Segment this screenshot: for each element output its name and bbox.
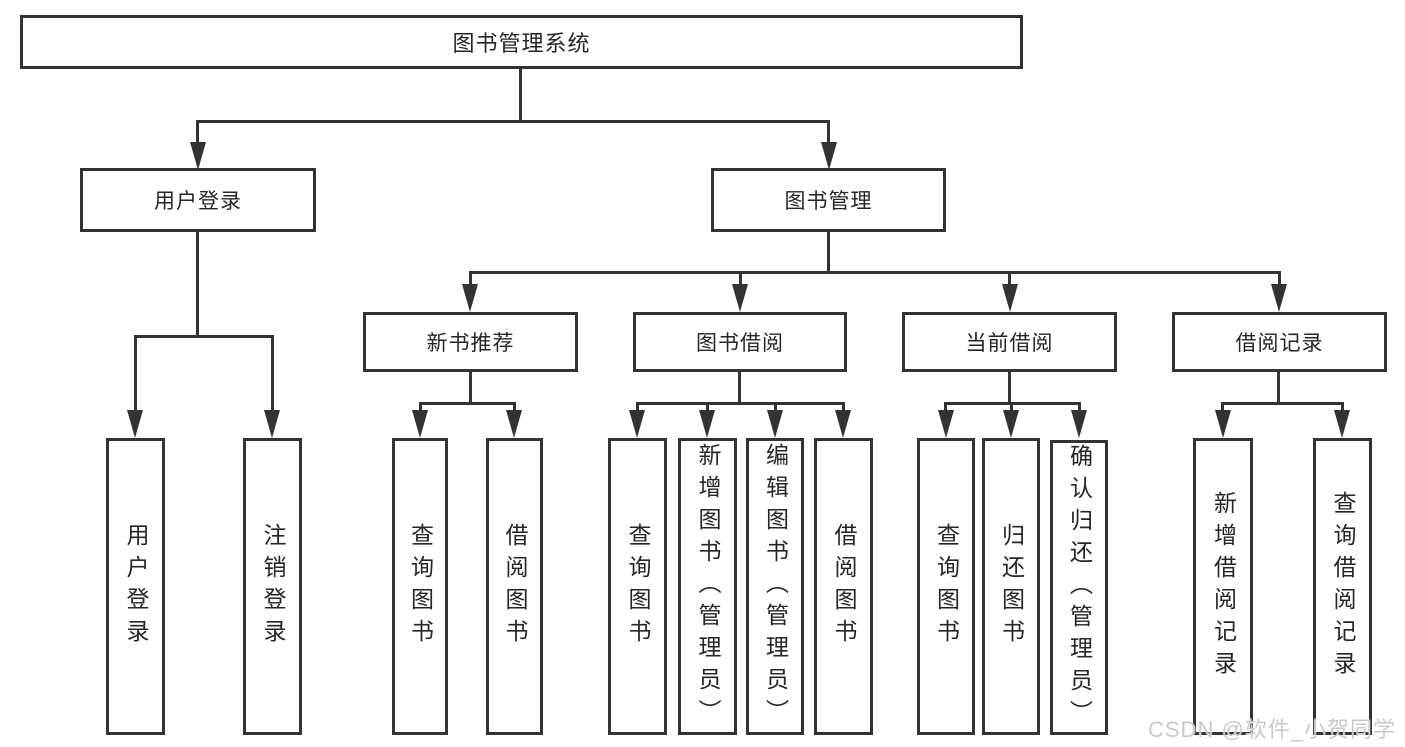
connector-line xyxy=(1221,402,1344,405)
connector-line xyxy=(706,402,709,412)
connector-line xyxy=(1341,402,1344,412)
node-new-book-recommend: 新书推荐 xyxy=(363,312,578,372)
node-root: 图书管理系统 xyxy=(20,15,1023,69)
connector-line xyxy=(1277,371,1280,404)
connector-line xyxy=(519,67,522,123)
leaf-logout: 注销登录 xyxy=(243,438,302,735)
node-label: 新增图书（管理员） xyxy=(695,442,721,731)
node-label: 用户登录 xyxy=(123,522,149,651)
connector-line xyxy=(469,371,472,404)
connector-line xyxy=(842,402,845,412)
arrow-down-icon xyxy=(732,284,748,312)
connector-line xyxy=(196,230,199,338)
node-label: 查询图书 xyxy=(625,522,651,651)
connector-line xyxy=(636,402,639,412)
node-user-login-branch: 用户登录 xyxy=(80,168,316,232)
leaf-bb-query-books: 查询图书 xyxy=(608,438,667,735)
leaf-user-login: 用户登录 xyxy=(106,438,165,735)
arrow-down-icon xyxy=(1271,284,1287,312)
connector-line xyxy=(1008,371,1011,404)
connector-line xyxy=(774,402,777,412)
connector-line xyxy=(469,271,1280,274)
node-label: 注销登录 xyxy=(260,522,286,651)
node-label: 用户登录 xyxy=(154,190,242,213)
arrow-down-icon xyxy=(835,410,851,438)
node-label: 查询借阅记录 xyxy=(1330,490,1356,683)
arrow-down-icon xyxy=(1215,410,1231,438)
connector-line xyxy=(271,335,274,412)
connector-line xyxy=(134,335,274,338)
node-label: 当前借阅 xyxy=(965,332,1054,355)
connector-line xyxy=(739,271,742,287)
arrow-down-icon xyxy=(462,284,478,312)
connector-line xyxy=(827,120,830,146)
node-label: 查询图书 xyxy=(933,522,960,651)
node-label: 图书管理系统 xyxy=(452,31,591,56)
arrow-down-icon xyxy=(1002,284,1018,312)
node-label: 编辑图书（管理员） xyxy=(762,442,789,731)
connector-line xyxy=(827,230,830,273)
connector-line xyxy=(513,402,516,412)
arrow-down-icon xyxy=(767,410,783,438)
arrow-down-icon xyxy=(1334,410,1350,438)
connector-line xyxy=(419,402,422,412)
connector-line xyxy=(419,402,516,405)
node-label: 图书借阅 xyxy=(696,332,784,355)
node-label: 借阅图书 xyxy=(502,522,528,651)
arrow-down-icon xyxy=(190,142,206,170)
node-label: 确认归还（管理员） xyxy=(1066,443,1093,732)
connector-line xyxy=(1078,402,1081,412)
node-book-management: 图书管理 xyxy=(711,168,946,232)
leaf-bb-add-books-admin: 新增图书（管理员） xyxy=(678,438,737,735)
leaf-br-query-record: 查询借阅记录 xyxy=(1313,438,1372,735)
connector-line xyxy=(1010,402,1013,412)
node-label: 归还图书 xyxy=(998,522,1025,651)
node-borrow-records: 借阅记录 xyxy=(1172,312,1387,372)
connector-line xyxy=(636,402,845,405)
node-label: 借阅图书 xyxy=(831,522,857,651)
arrow-down-icon xyxy=(821,142,837,170)
leaf-cb-return-books: 归还图书 xyxy=(982,438,1040,735)
node-book-borrow: 图书借阅 xyxy=(633,312,847,372)
node-label: 借阅记录 xyxy=(1235,332,1324,355)
arrow-down-icon xyxy=(506,410,522,438)
leaf-br-add-record: 新增借阅记录 xyxy=(1193,438,1253,735)
node-current-borrow: 当前借阅 xyxy=(902,312,1117,372)
connector-line xyxy=(134,335,137,412)
leaf-bb-edit-books-admin: 编辑图书（管理员） xyxy=(746,438,804,735)
leaf-nbr-borrow-books: 借阅图书 xyxy=(486,438,543,735)
leaf-nbr-query-books: 查询图书 xyxy=(392,438,448,735)
arrow-down-icon xyxy=(1003,410,1019,438)
arrow-down-icon xyxy=(264,410,280,438)
arrow-down-icon xyxy=(412,410,428,438)
connector-line xyxy=(944,402,947,412)
connector-line xyxy=(469,271,472,287)
watermark: CSDN @软件_小贺同学 xyxy=(1148,717,1397,742)
node-label: 查询图书 xyxy=(407,522,434,651)
connector-line xyxy=(196,120,830,123)
node-label: 新书推荐 xyxy=(426,332,515,355)
leaf-cb-confirm-return-admin: 确认归还（管理员） xyxy=(1050,440,1108,735)
leaf-bb-borrow-books: 借阅图书 xyxy=(814,438,873,735)
arrow-down-icon xyxy=(699,410,715,438)
arrow-down-icon xyxy=(127,410,143,438)
connector-line xyxy=(1278,271,1281,287)
leaf-cb-query-books: 查询图书 xyxy=(917,438,975,735)
arrow-down-icon xyxy=(629,410,645,438)
connector-line xyxy=(738,371,741,404)
connector-line xyxy=(196,120,199,146)
arrow-down-icon xyxy=(1071,410,1087,438)
connector-line xyxy=(1221,402,1224,412)
node-label: 图书管理 xyxy=(784,190,873,213)
arrow-down-icon xyxy=(938,410,954,438)
connector-line xyxy=(1008,271,1011,287)
node-label: 新增借阅记录 xyxy=(1210,490,1237,683)
